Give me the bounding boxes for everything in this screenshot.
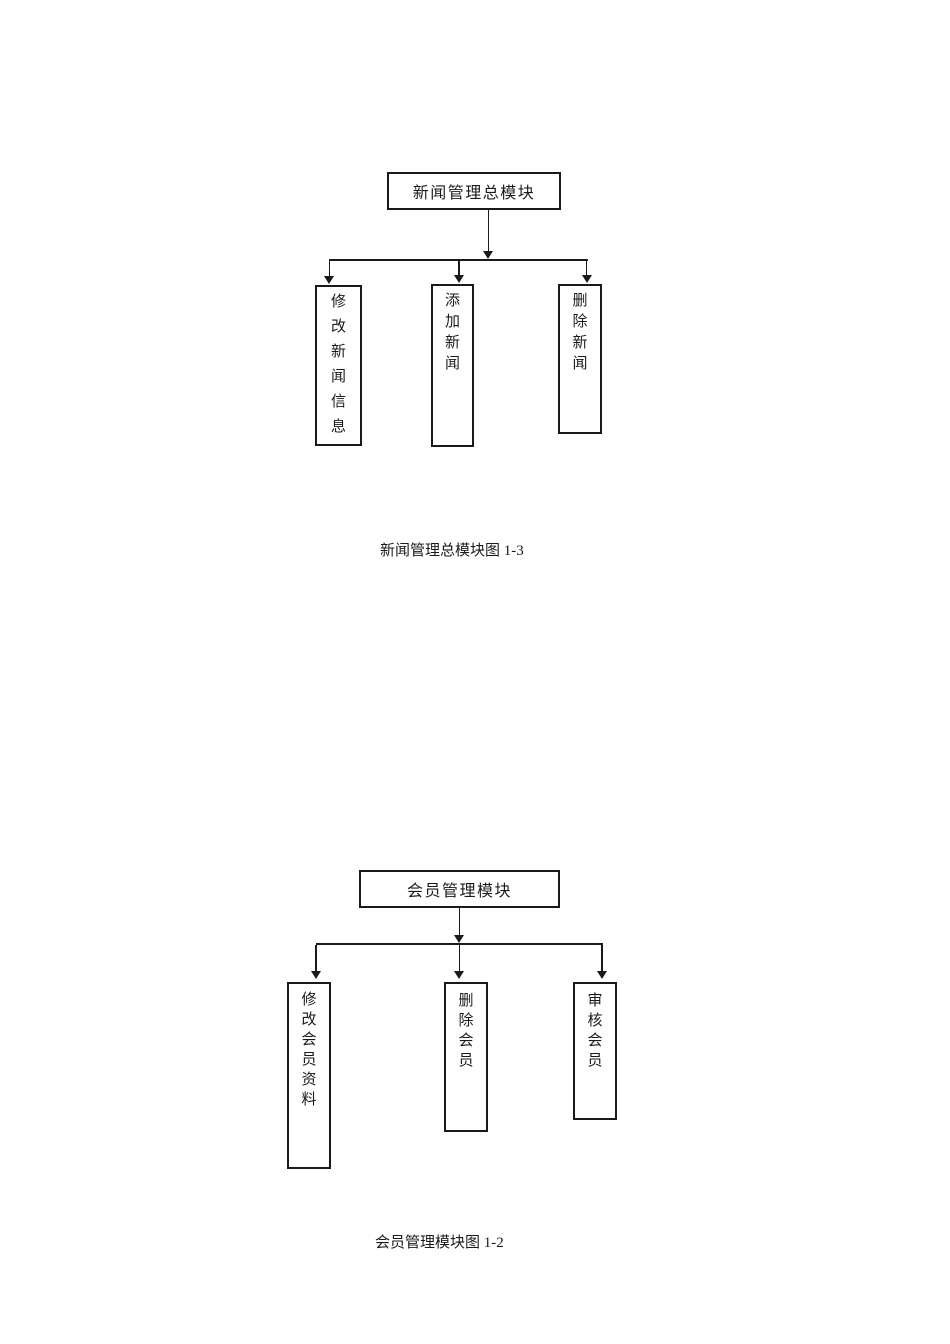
diagram1-child-box-modify-news-info: 修改新闻信息	[315, 285, 362, 446]
diagram1-middle-drop-line	[458, 260, 460, 275]
arrowhead-down-icon	[454, 275, 464, 283]
arrowhead-down-icon	[596, 971, 607, 979]
diagram2-child-box-modify-member-info: 修改会员资料	[287, 982, 331, 1169]
diagram1-caption: 新闻管理总模块图 1-3	[380, 543, 524, 559]
diagram2-branch-line	[316, 943, 603, 945]
diagram2-root-connector-line	[458, 908, 461, 936]
diagram2-left-drop-line	[315, 944, 317, 972]
diagram2-root-box: 会员管理模块	[359, 870, 560, 908]
diagram2-child-box-review-member: 审核会员	[573, 982, 617, 1120]
diagram1-right-drop-line	[585, 260, 588, 275]
arrowhead-down-icon	[324, 276, 334, 284]
diagram2-right-drop-line	[601, 944, 603, 972]
diagram2-root-label: 会员管理模块	[406, 883, 512, 900]
diagram1-branch-line	[329, 259, 588, 261]
diagram2-middle-drop-line	[458, 944, 461, 972]
arrowhead-down-icon	[483, 251, 493, 259]
arrowhead-down-icon	[454, 935, 465, 943]
diagram1-child-box-add-news: 添加新闻	[431, 284, 474, 447]
diagram2-child-box-delete-member: 删除会员	[444, 982, 488, 1132]
diagram1-root-label: 新闻管理总模块	[412, 185, 536, 202]
diagram2-caption: 会员管理模块图 1-2	[375, 1235, 504, 1251]
arrowhead-down-icon	[581, 275, 592, 283]
arrowhead-down-icon	[311, 971, 321, 979]
diagram1-root-box: 新闻管理总模块	[387, 172, 561, 210]
diagram1-root-connector-line	[487, 210, 489, 252]
arrowhead-down-icon	[454, 971, 465, 979]
diagram1-left-drop-line	[328, 260, 330, 276]
diagram1-child-box-delete-news: 删除新闻	[558, 284, 602, 434]
